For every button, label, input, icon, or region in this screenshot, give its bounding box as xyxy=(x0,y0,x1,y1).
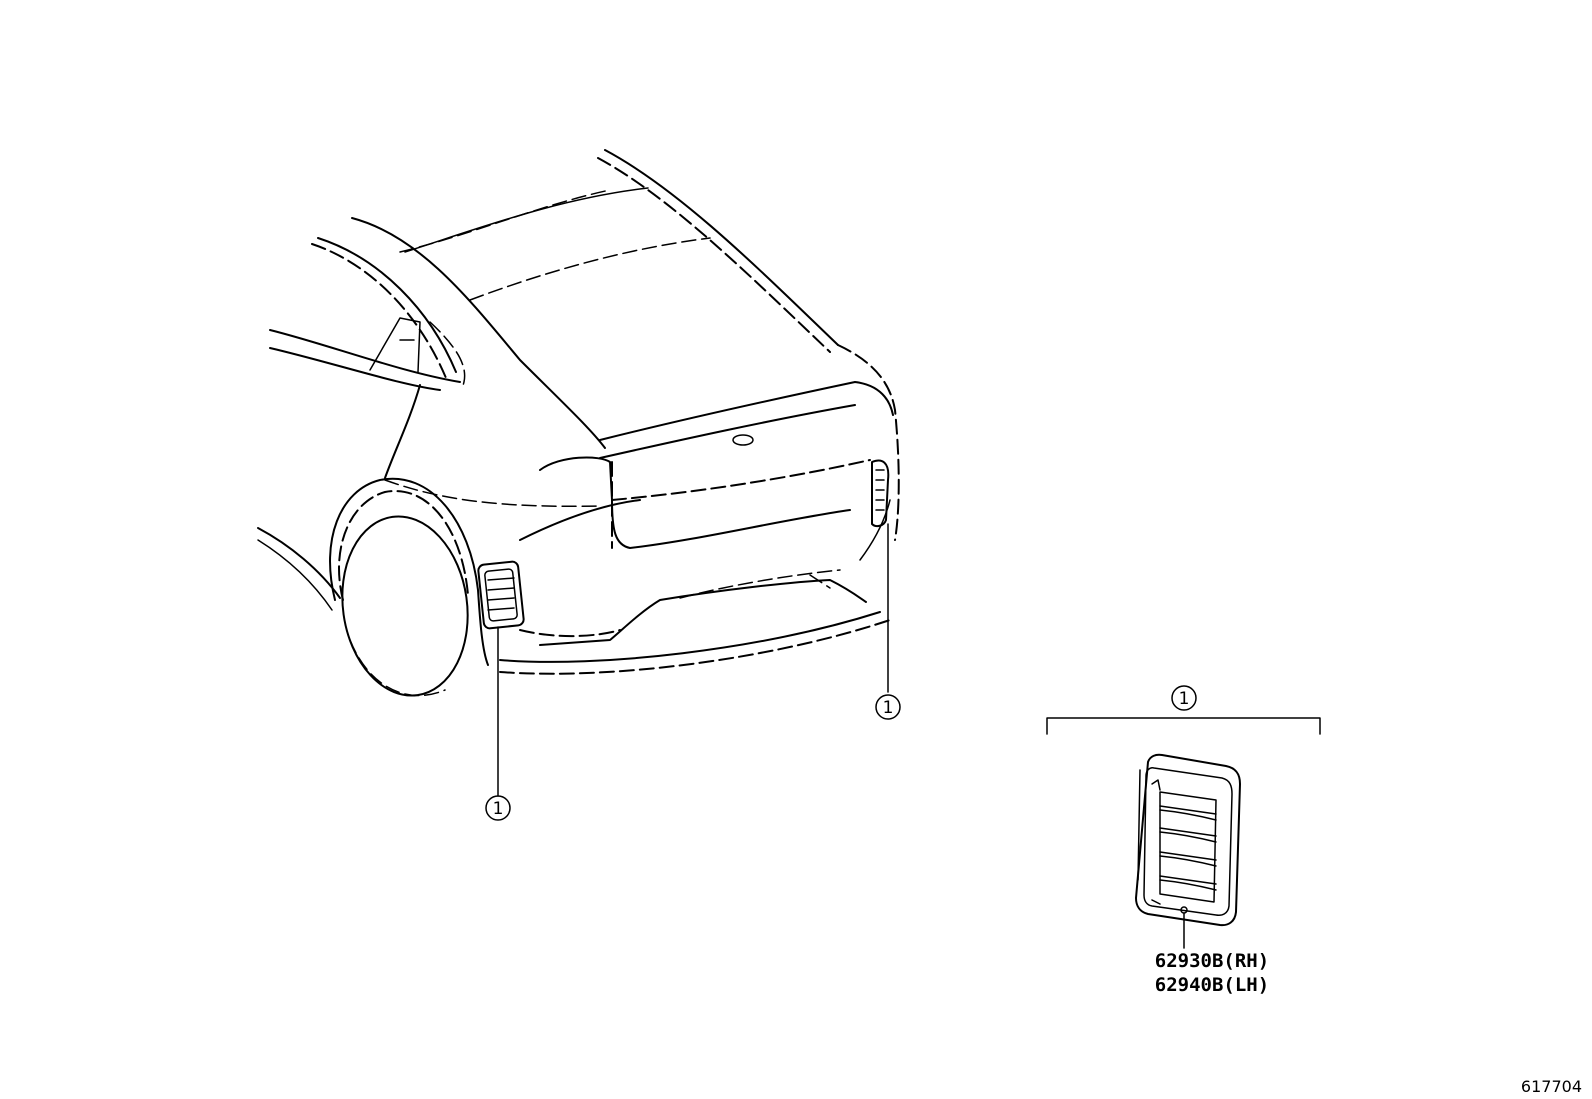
callout-left: 1 xyxy=(485,795,511,821)
part-number-lh: 62940B(LH) xyxy=(1155,974,1269,996)
car-rear-illustration xyxy=(257,149,900,697)
callout-detail-number: 1 xyxy=(1179,689,1190,709)
right-vent-on-car xyxy=(871,459,890,528)
part-numbers: 62930B(RH) 62940B(LH) xyxy=(1155,950,1269,996)
callout-right: 1 xyxy=(875,694,901,720)
callout-right-number: 1 xyxy=(883,698,894,718)
vent-detail-drawing xyxy=(1135,753,1241,927)
part-number-rh: 62930B(RH) xyxy=(1155,950,1269,972)
figure-id: 617704 xyxy=(1521,1077,1582,1096)
callout-left-number: 1 xyxy=(493,799,504,819)
left-vent-on-car xyxy=(477,560,525,630)
detail-bracket: 1 xyxy=(1046,685,1321,735)
